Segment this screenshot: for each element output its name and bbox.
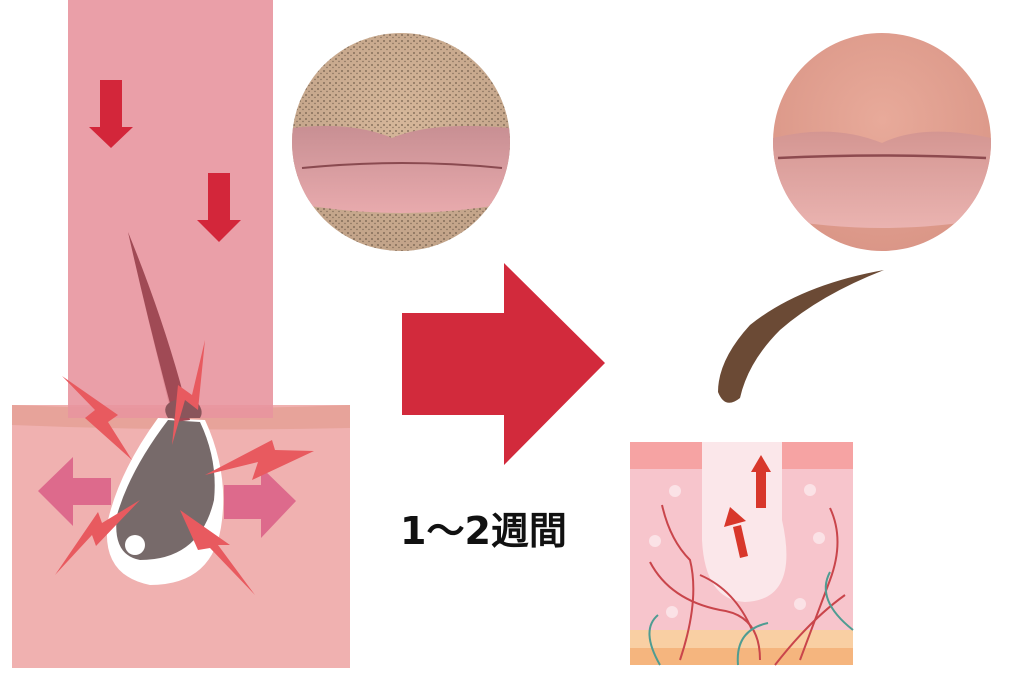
up-arrow-icon: [751, 455, 771, 508]
spark-icon: [180, 510, 255, 595]
down-arrow-icon: [89, 80, 133, 148]
big-right-arrow-icon: [402, 263, 605, 465]
shed-hair: [718, 270, 884, 403]
cell-dots: [649, 484, 825, 618]
after-skin-section: [630, 442, 854, 666]
blood-vessels: [649, 504, 846, 666]
before-lips-photo: [292, 33, 510, 251]
empty-follicle: [702, 442, 787, 602]
expand-right-arrow-icon: [224, 467, 296, 538]
spark-icon: [62, 376, 132, 460]
dermal-papilla: [125, 535, 145, 555]
down-arrow-icon: [197, 173, 241, 242]
spark-icon: [55, 500, 140, 575]
spark-icon: [172, 340, 205, 445]
after-lips-photo: [773, 33, 991, 251]
hair-shaft-in-beam: [128, 232, 190, 422]
lymph-vessels: [648, 571, 854, 666]
spark-icon: [205, 440, 314, 480]
duration-caption: 1〜2週間: [400, 509, 567, 553]
up-arrow-icon: [724, 507, 748, 558]
laser-beam: [68, 0, 273, 418]
expand-left-arrow-icon: [38, 457, 111, 526]
